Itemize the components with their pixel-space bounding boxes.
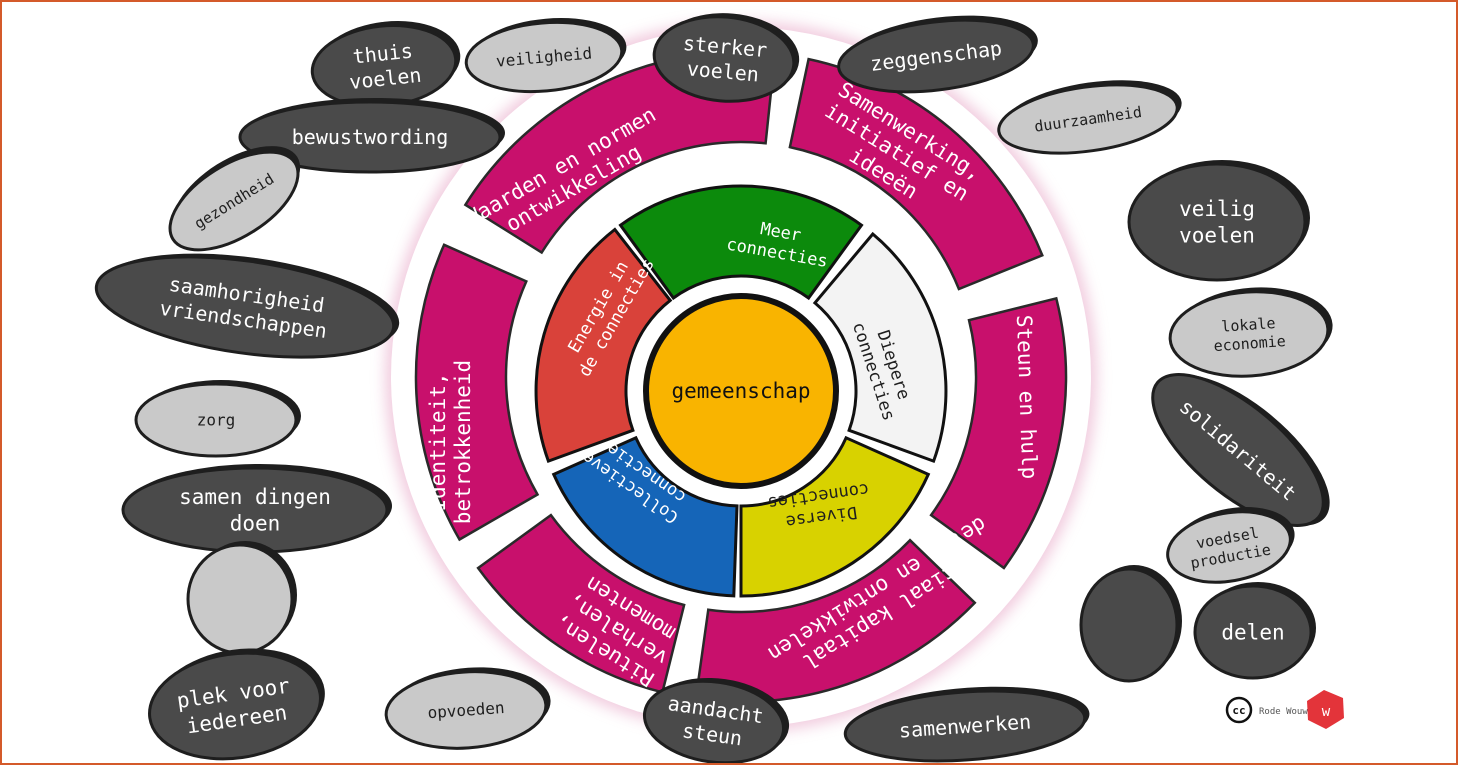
- stone: solidariteit: [1151, 373, 1330, 527]
- stone-shape: [837, 18, 1035, 94]
- inner-segment-shape: [739, 435, 931, 598]
- outer-ring-segment: Steun en hulp: [929, 296, 1068, 570]
- red-kite-icon: [1307, 690, 1344, 729]
- stone-shape: [642, 679, 786, 763]
- label-line: zorg: [197, 411, 236, 430]
- stone-shape: [464, 20, 624, 94]
- stone-shape: [134, 382, 298, 458]
- label-line: delen: [1221, 620, 1284, 644]
- stone: zeggenschap: [837, 15, 1038, 94]
- stone-shape: [121, 466, 389, 554]
- credit-logo: cc Rode Wouw w: [1225, 690, 1344, 729]
- stone-shape: [997, 83, 1179, 155]
- label-line: veilig: [1179, 197, 1255, 221]
- stone-shape: [652, 15, 796, 103]
- stone: bewustwording: [238, 98, 505, 174]
- inner-segment-shape: [618, 184, 864, 301]
- stone-shape: [1193, 584, 1313, 680]
- stone-shape: [843, 689, 1087, 763]
- stone: [186, 541, 297, 655]
- stone-shape: [1151, 373, 1325, 527]
- inner-segment-shape: [534, 227, 673, 464]
- stone-shape: [238, 100, 502, 174]
- stone-shape: [148, 651, 322, 761]
- outer-segment-shape: [476, 513, 686, 694]
- red-kite-glyph: w: [1322, 704, 1331, 720]
- outer-segment-label: Identiteit,betrokkenheid: [426, 360, 475, 524]
- stone-shape: [1079, 567, 1179, 683]
- inner-segment-shape: [551, 435, 739, 598]
- outer-segment-label: Steun en hulp: [1012, 314, 1042, 479]
- stone: gezondheid: [168, 146, 301, 252]
- stone-shape: [384, 670, 548, 750]
- stone: duurzaamheid: [997, 80, 1182, 155]
- stone-shape: [1166, 510, 1292, 584]
- outer-segment-shape: [929, 296, 1068, 570]
- center-label: gemeenschap: [671, 379, 810, 403]
- label-line: Steun en hulp: [1012, 314, 1042, 479]
- center-circle: gemeenschap: [643, 293, 839, 489]
- stone: veilig voelen: [1127, 160, 1310, 282]
- stone-shape: [94, 255, 396, 359]
- stone-shape: [168, 150, 300, 252]
- label-line: betrokkenheid: [451, 360, 475, 524]
- outer-segment-shape: [414, 243, 540, 542]
- stone: delen: [1193, 582, 1316, 680]
- stone: zorg: [134, 380, 301, 458]
- cc-badge-text: cc: [1232, 704, 1245, 717]
- inner-segment-shape: [812, 231, 948, 464]
- cc-icon: [1225, 696, 1253, 724]
- stone: veiligheid: [464, 18, 627, 94]
- credit-text: Rode Wouw: [1259, 707, 1308, 717]
- stone: samenwerken: [843, 686, 1090, 763]
- stone-shape: [1168, 290, 1330, 378]
- center-circle-shape: [643, 293, 839, 489]
- outer-ring-segment: Identiteit,betrokkenheid: [414, 243, 540, 542]
- label-line: economie: [1213, 332, 1286, 355]
- label-line: Identiteit,: [426, 372, 450, 511]
- stone: [1079, 565, 1182, 683]
- label-line: voelen: [1179, 224, 1255, 248]
- stone-shape: [1127, 162, 1307, 282]
- label-line: doen: [230, 512, 281, 536]
- stone: samen dingen doen: [121, 464, 392, 554]
- stone: opvoeden: [384, 667, 551, 750]
- label-line: samen dingen: [179, 485, 331, 509]
- label-line: lokale: [1221, 314, 1276, 336]
- inner-ring: MeerconnectiesDiepereconnectiesDiverseco…: [534, 184, 948, 598]
- label-line: bewustwording: [292, 125, 449, 149]
- stone-shape: [186, 543, 294, 655]
